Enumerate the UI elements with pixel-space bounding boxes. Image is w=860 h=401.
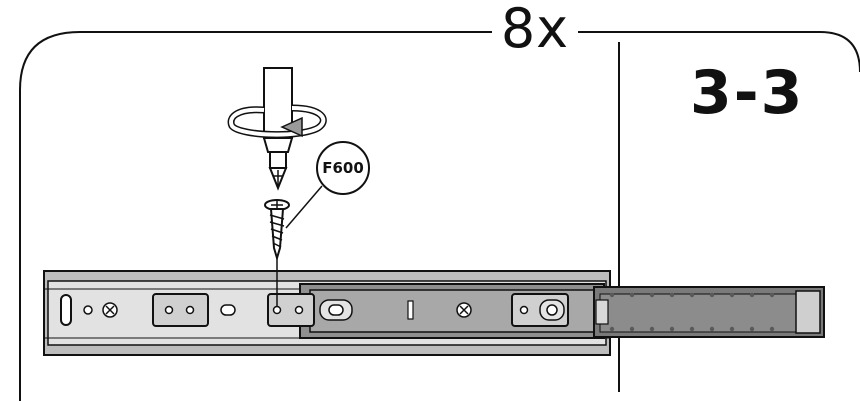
rotation-arrow-icon [227, 104, 327, 138]
part-leader-line [285, 185, 323, 229]
drawer-slide-rail [43, 270, 825, 356]
part-callout: F600 [316, 141, 370, 195]
screw-icon [264, 199, 290, 262]
panel-frame [19, 31, 860, 401]
step-number: 3-3 [690, 58, 805, 128]
quantity-label: 8x [492, 0, 578, 64]
part-code: F600 [322, 159, 364, 177]
